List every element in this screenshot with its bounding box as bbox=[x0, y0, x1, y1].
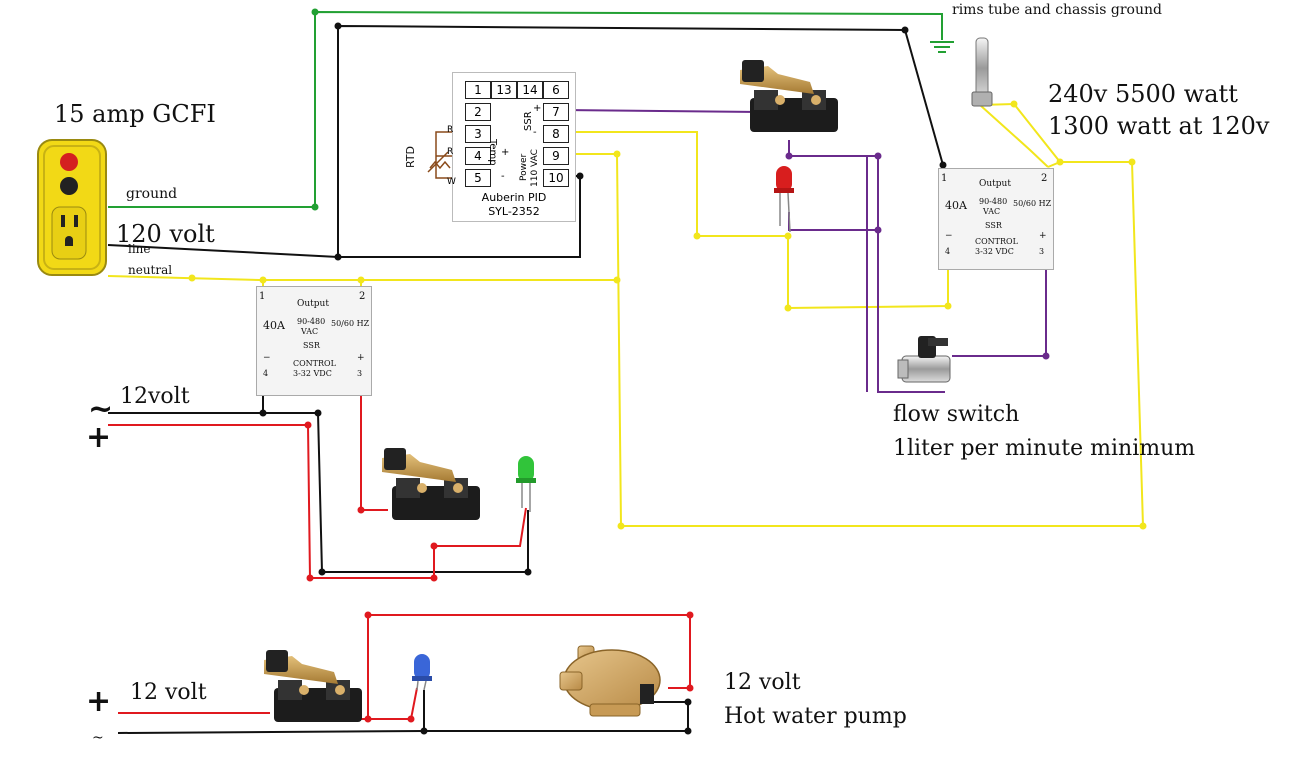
flow-minimum-label: 1liter per minute minimum bbox=[893, 436, 1196, 461]
pid-temp-minus: - bbox=[501, 171, 505, 182]
ssr-right-t1: 1 bbox=[941, 173, 948, 184]
pid-power-label: Power bbox=[519, 153, 529, 181]
ssr-left-t4: 4 bbox=[263, 369, 269, 378]
pid-terminal-1: 1 bbox=[465, 81, 491, 99]
ssr-left-control: CONTROL bbox=[293, 359, 336, 368]
rtd-label: RTD bbox=[404, 145, 417, 168]
ssr-left-plus: + bbox=[357, 353, 365, 363]
rims-ground-label: rims tube and chassis ground bbox=[952, 2, 1162, 18]
rtd-lead-w: W bbox=[447, 177, 456, 187]
line-label: line bbox=[128, 242, 151, 256]
toggle-switch-main-icon bbox=[740, 60, 838, 132]
ssr-left-t1: 1 bbox=[259, 291, 266, 302]
12volt-label: 12volt bbox=[120, 384, 190, 409]
ground-label: ground bbox=[126, 186, 178, 202]
ssr-left-vac: VAC bbox=[301, 327, 319, 336]
pid-terminal-10: 10 bbox=[543, 169, 569, 187]
pid-terminal-7: 7 bbox=[543, 103, 569, 121]
ssr-right-vac: VAC bbox=[983, 207, 1001, 216]
pid-terminal-3: 3 bbox=[465, 125, 491, 143]
pid-ssr-plus: + bbox=[533, 103, 542, 114]
ssr-left-t2: 2 bbox=[359, 291, 366, 302]
ssr-right-output: Output bbox=[979, 179, 1011, 189]
pid-brand: Auberin PID bbox=[481, 191, 547, 204]
pid-terminal-5: 5 bbox=[465, 169, 491, 187]
ssr-right-ssr: SSR bbox=[985, 221, 1002, 230]
junction-dots bbox=[188, 8, 1147, 735]
ssr-left-vdc: 3-32 VDC bbox=[293, 369, 332, 378]
ssr-right-t4: 4 bbox=[945, 247, 951, 256]
pump-name-label: Hot water pump bbox=[724, 704, 907, 729]
pid-terminal-2: 2 bbox=[465, 103, 491, 121]
element-rating-label: 240v 5500 watt bbox=[1048, 80, 1238, 108]
pid-terminal-8: 8 bbox=[543, 125, 569, 143]
toggle-switch-12v-icon bbox=[382, 448, 480, 520]
ssr-left-vac-range: 90-480 bbox=[297, 317, 326, 326]
pid-temp-label: Temp bbox=[487, 139, 498, 166]
pid-ssr-minus: - bbox=[533, 127, 537, 138]
rtd-lead-r1: R bbox=[447, 125, 454, 135]
pid-model: SYL-2352 bbox=[488, 205, 540, 218]
pid-vac-label: 110 VAC bbox=[530, 149, 540, 187]
pump-voltage-label: 12 volt bbox=[724, 670, 801, 695]
pid-terminal-6: 6 bbox=[543, 81, 569, 99]
gfci-label: 15 amp GCFI bbox=[54, 100, 216, 128]
pid-terminal-13: 13 bbox=[491, 81, 517, 99]
blue-led-icon bbox=[412, 654, 432, 691]
ssr-right-t2: 2 bbox=[1041, 173, 1048, 184]
ssr-left: 1 2 Output 40A 90-480 VAC 50/60 HZ SSR −… bbox=[256, 286, 372, 396]
ssr-right-hz: 50/60 HZ bbox=[1013, 199, 1052, 208]
12v-minus-symbol: ~ bbox=[88, 392, 114, 427]
ssr-left-amps: 40A bbox=[263, 319, 285, 332]
element-120v-label: 1300 watt at 120v bbox=[1048, 112, 1270, 140]
flow-switch-label: flow switch bbox=[893, 402, 1020, 427]
ssr-left-ssr: SSR bbox=[303, 341, 320, 350]
pid-terminal-4: 4 bbox=[465, 147, 491, 165]
pid-terminal-9: 9 bbox=[543, 147, 569, 165]
green-led-icon bbox=[516, 456, 536, 512]
ssr-left-hz: 50/60 HZ bbox=[331, 319, 370, 328]
ssr-right-t3: 3 bbox=[1039, 247, 1045, 256]
flow-switch-icon bbox=[897, 336, 951, 383]
heating-element-icon bbox=[971, 37, 993, 107]
pump-minus-symbol: ~ bbox=[92, 730, 104, 746]
red-led-icon bbox=[774, 166, 794, 233]
ssr-left-minus: − bbox=[263, 353, 271, 363]
pump-12volt-label: 12 volt bbox=[130, 680, 207, 705]
pid-terminal-14: 14 bbox=[517, 81, 543, 99]
12v-plus-symbol: + bbox=[86, 420, 112, 455]
ssr-right-vdc: 3-32 VDC bbox=[975, 247, 1014, 256]
neutral-label: neutral bbox=[128, 263, 173, 277]
ssr-left-t3: 3 bbox=[357, 369, 363, 378]
rtd-lead-r2: R bbox=[447, 147, 454, 157]
ground-symbol-icon bbox=[930, 41, 954, 53]
ssr-left-output: Output bbox=[297, 299, 329, 309]
ssr-right-minus: − bbox=[945, 231, 953, 241]
volt120-label: 120 volt bbox=[116, 220, 215, 248]
ssr-right-control: CONTROL bbox=[975, 237, 1018, 246]
ssr-right-vac-range: 90-480 bbox=[979, 197, 1008, 206]
pid-temp-plus: + bbox=[501, 147, 510, 158]
water-pump-icon bbox=[559, 645, 661, 717]
pump-plus-symbol: + bbox=[86, 684, 112, 719]
ssr-right-amps: 40A bbox=[945, 199, 967, 212]
gfci-outlet-icon bbox=[37, 139, 107, 276]
toggle-switch-pump-icon bbox=[264, 650, 362, 722]
pid-controller: 1 13 14 6 2 7 3 8 4 9 5 10 R R W Temp + … bbox=[447, 72, 576, 222]
ssr-right-plus: + bbox=[1039, 231, 1047, 241]
ssr-right: 1 2 Output 40A 90-480 VAC 50/60 HZ SSR −… bbox=[938, 168, 1054, 270]
